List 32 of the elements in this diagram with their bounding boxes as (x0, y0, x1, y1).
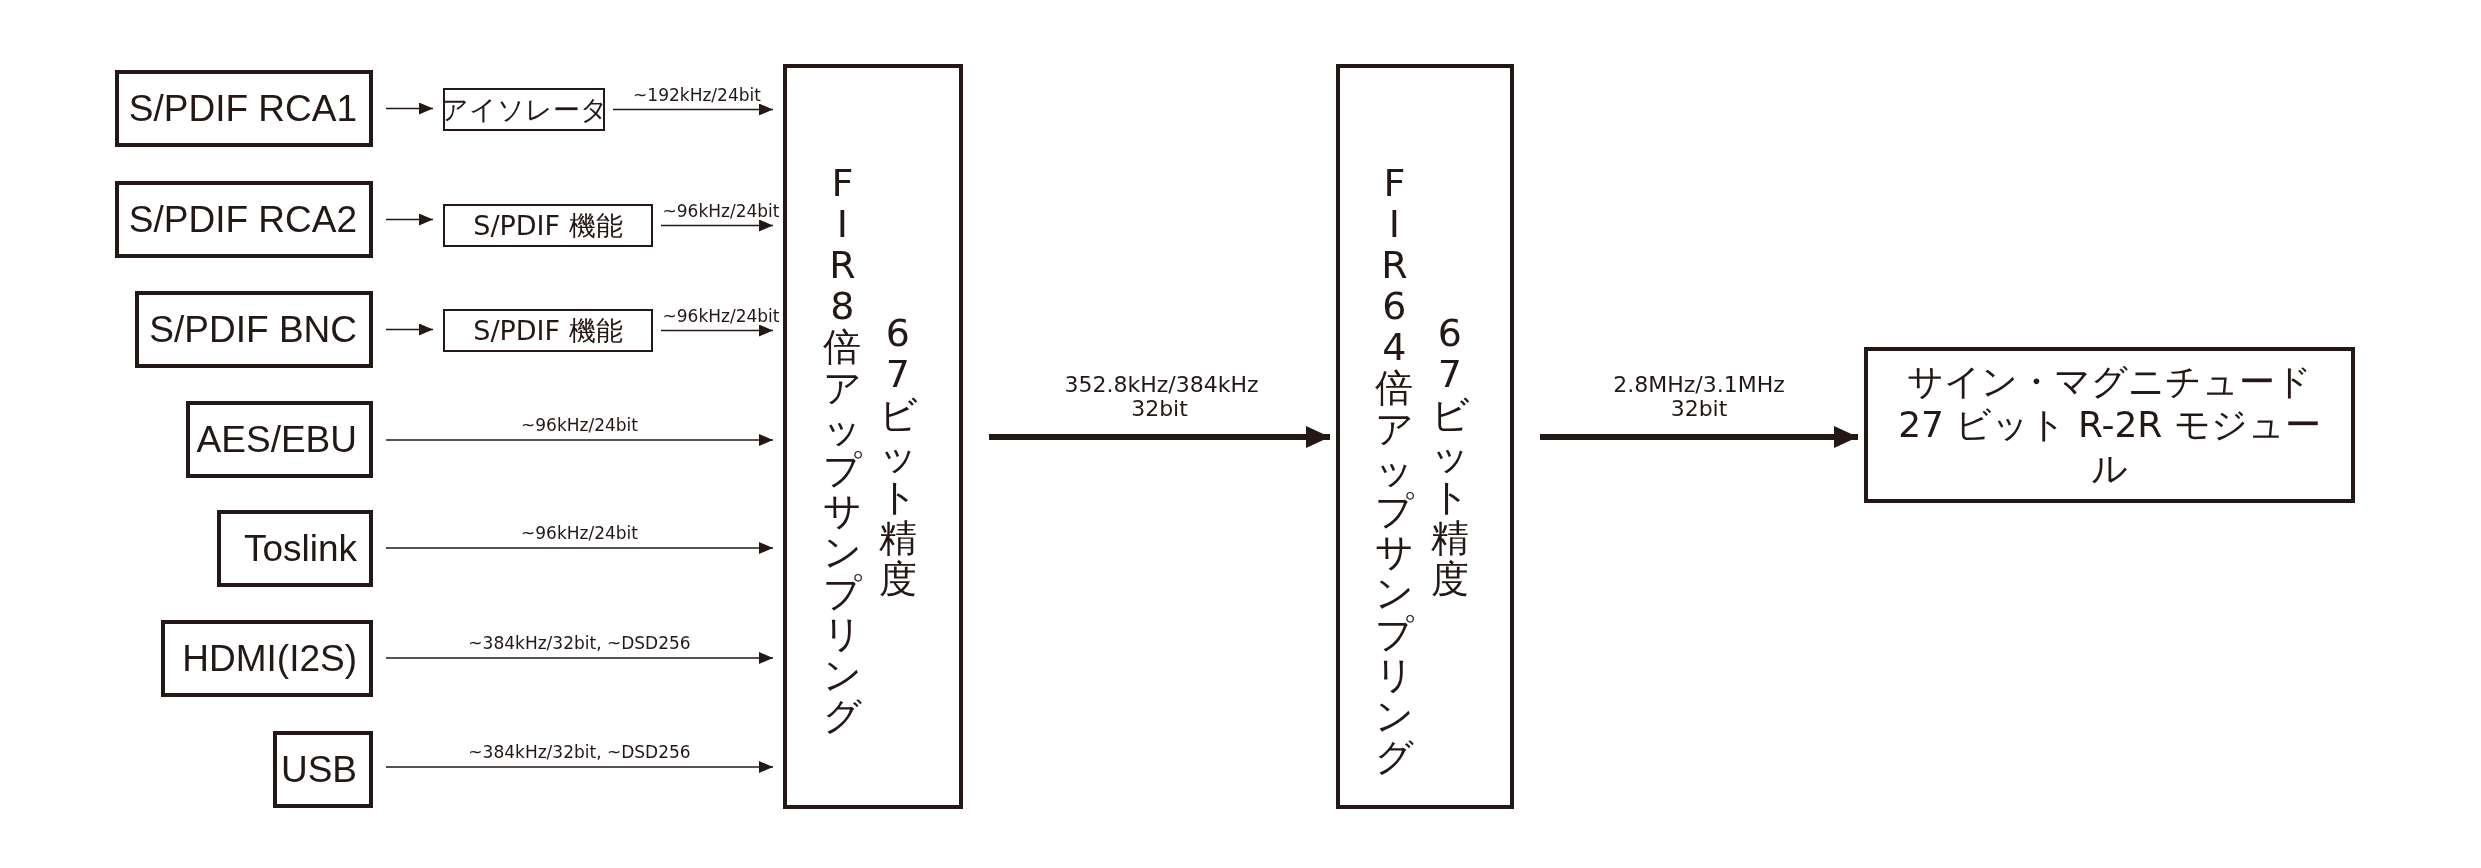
arrow (385, 652, 774, 664)
box-label: 67ビット精度 (877, 313, 929, 601)
box-label: FIR8倍アップサンプリング (822, 163, 873, 738)
arrow (385, 323, 434, 336)
arrow (385, 761, 774, 773)
upsampler-box (1336, 64, 1514, 809)
input-box: HDMI(I2S) (161, 620, 373, 697)
input-box: Toslink (217, 510, 373, 587)
input-box: S/PDIF RCA1 (115, 70, 373, 147)
arrow (989, 426, 1330, 448)
arrow (1540, 426, 1858, 448)
arrow (385, 542, 774, 554)
input-box: S/PDIF BNC (135, 291, 373, 368)
edge-label: ~96kHz/24bit (519, 416, 640, 435)
edge-label: ~192kHz/24bit (631, 85, 763, 105)
arrow (385, 102, 434, 115)
edge-label: ~96kHz/24bit (519, 524, 640, 543)
arrow (660, 219, 774, 232)
arrow (660, 324, 774, 337)
module-box: サイン・マグニチュード 27 ビット R-2R モジュール (1864, 347, 2355, 503)
box-label: FIR64倍アップサンプリング (1374, 163, 1425, 779)
input-box: USB (273, 731, 373, 808)
arrow (385, 434, 774, 446)
arrow (612, 103, 774, 116)
process-box: S/PDIF 機能 (443, 309, 653, 352)
upsampler-box (783, 64, 963, 809)
arrow (385, 213, 434, 226)
input-box: S/PDIF RCA2 (115, 181, 373, 258)
process-box: アイソレータ (443, 88, 605, 131)
input-box: AES/EBU (186, 401, 373, 478)
box-label: 67ビット精度 (1429, 313, 1481, 601)
process-box: S/PDIF 機能 (443, 204, 653, 247)
